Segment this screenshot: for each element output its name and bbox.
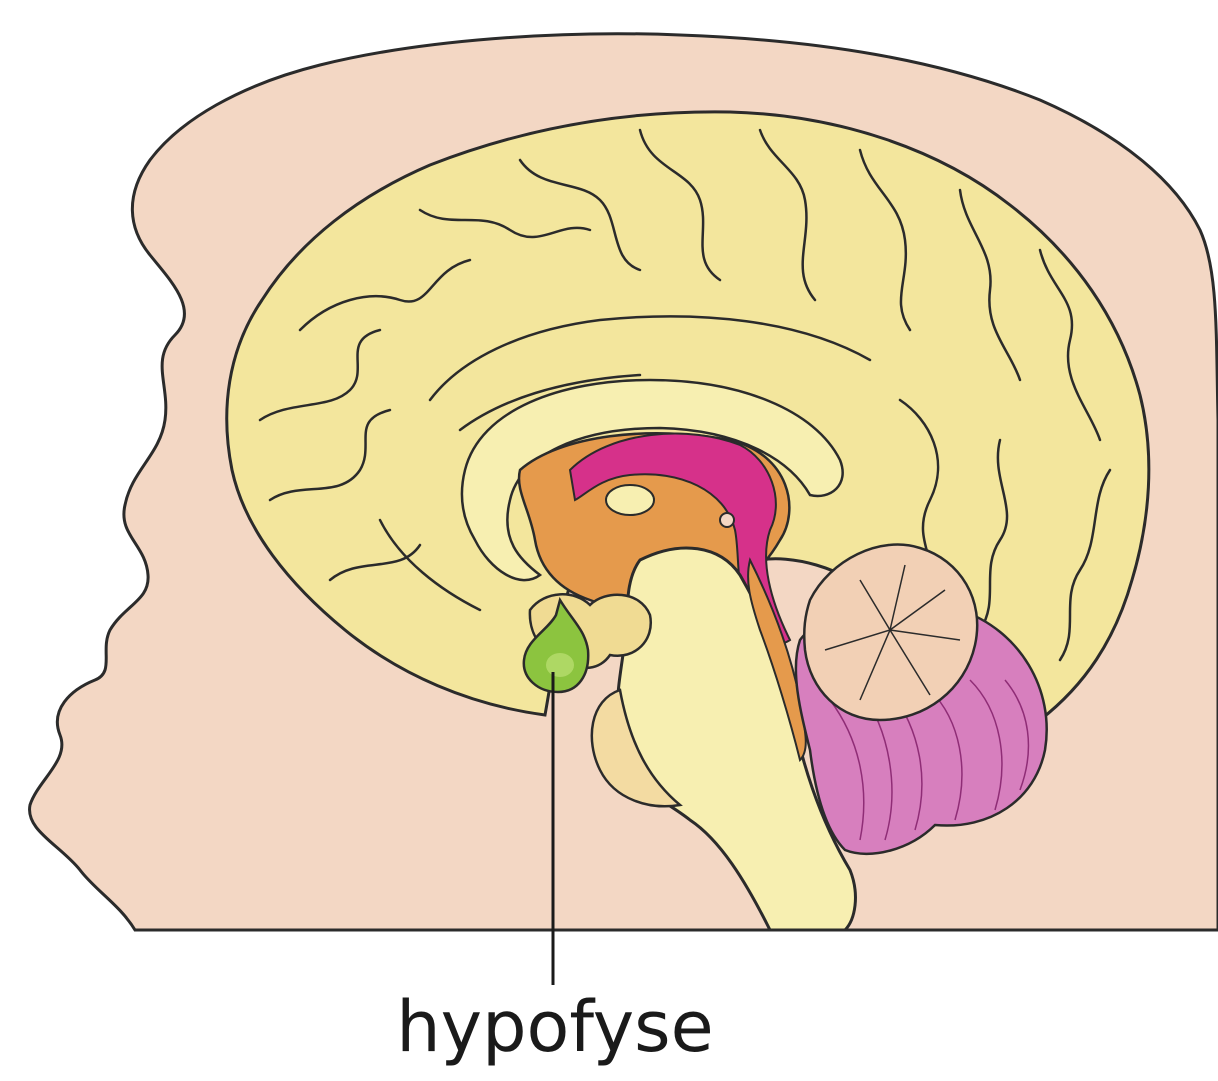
pituitary-label: hypofyse xyxy=(0,992,1110,1062)
pineal-body xyxy=(720,513,734,527)
pituitary-highlight xyxy=(546,653,574,677)
interthalamic-adhesion xyxy=(606,485,654,515)
